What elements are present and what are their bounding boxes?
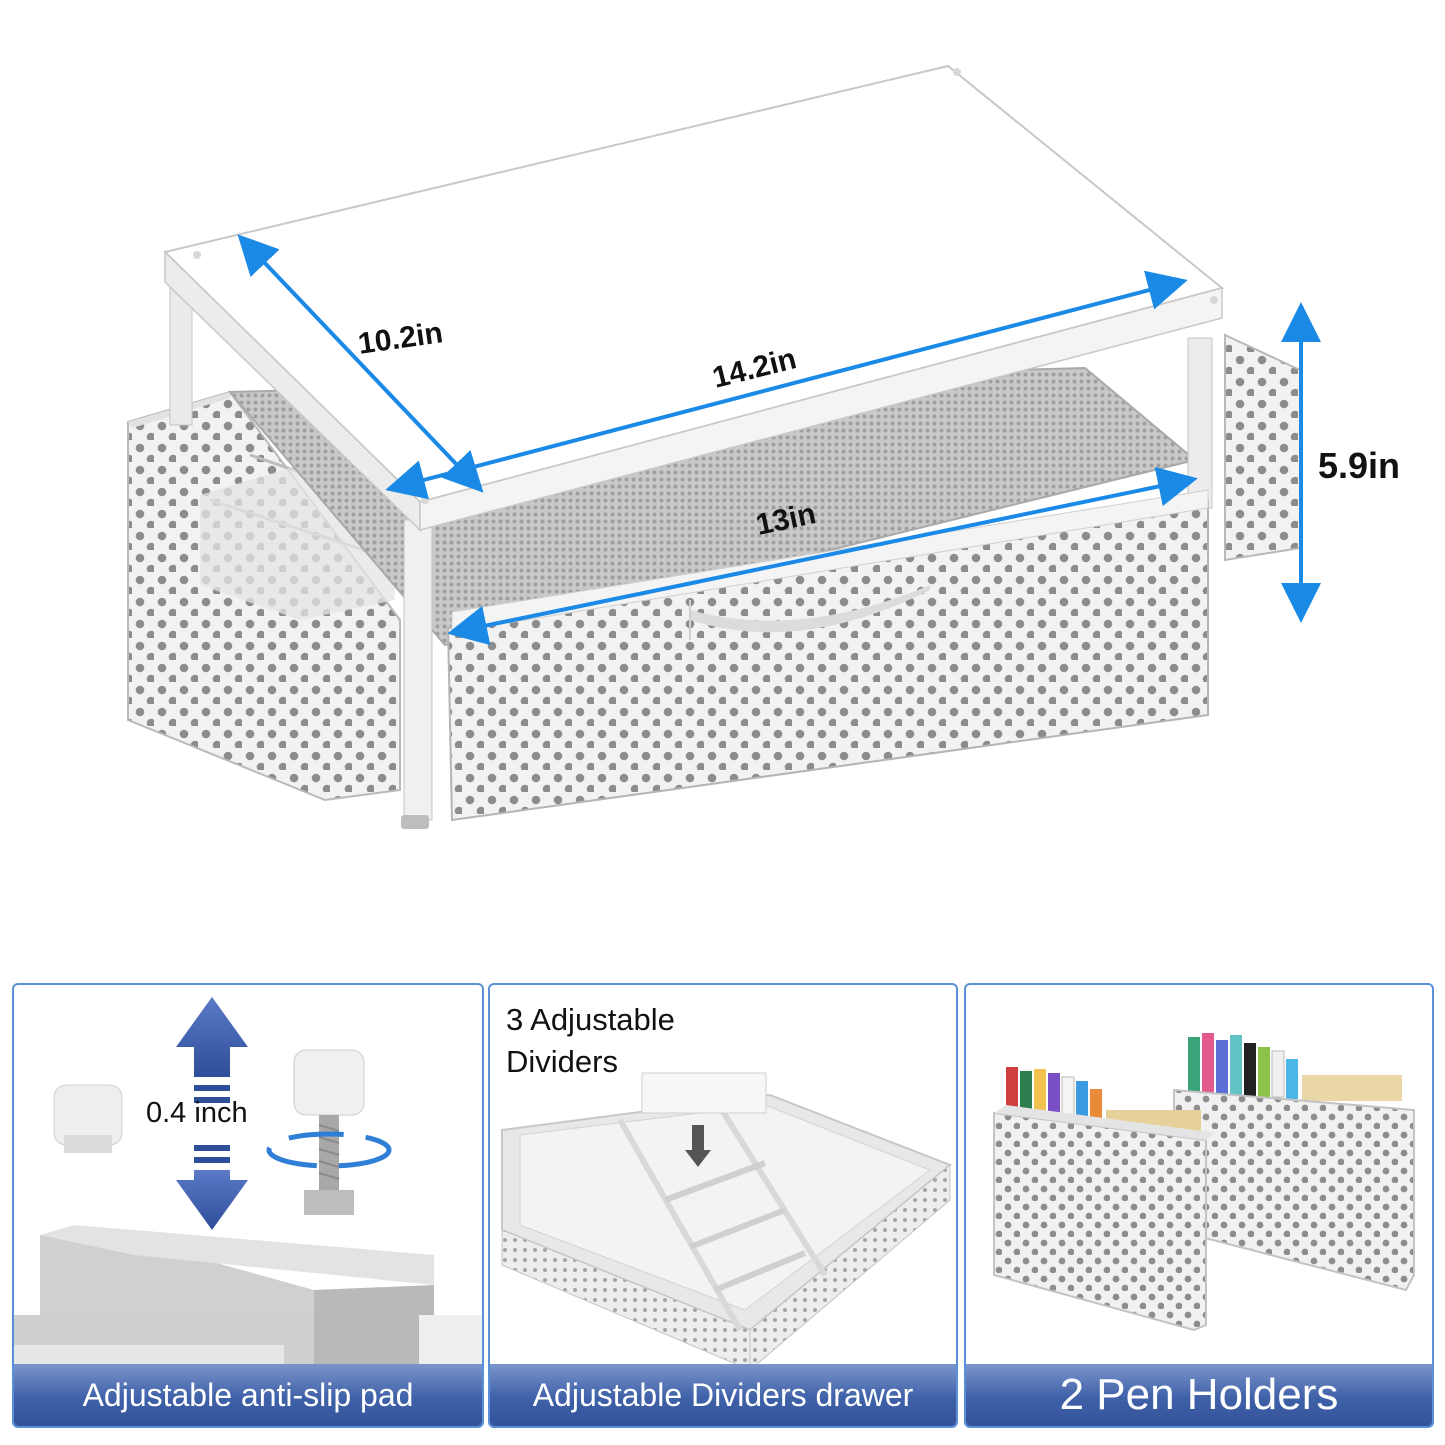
- inner-width-arrow: [447, 466, 1198, 646]
- dividers-heading-line2: Dividers: [506, 1044, 618, 1079]
- height-label: 5.9in: [1318, 445, 1401, 486]
- dividers-heading-line1: 3 Adjustable: [506, 1002, 675, 1037]
- adjustment-height-label: 0.4 inch: [146, 1097, 248, 1129]
- back-markers: [1188, 1033, 1402, 1101]
- dividers-drawer-scene: [501, 1072, 952, 1372]
- feature-panel-dividers-drawer: 3 Adjustable Dividers Adjustable Divider…: [488, 983, 958, 1428]
- dimension-arrows: [237, 234, 1321, 646]
- feature-panel-pen-holders: 2 Pen Holders: [964, 983, 1434, 1428]
- caption-anti-slip-pad: Adjustable anti-slip pad: [14, 1364, 482, 1426]
- anti-slip-pad-scene: [14, 997, 482, 1426]
- monitor-stand-illustration: [127, 64, 1321, 829]
- width-arrow: [385, 270, 1188, 500]
- feature-panel-anti-slip-pad: 0.4 inch Adjustable anti-slip pad: [12, 983, 484, 1428]
- caption-pen-holders: 2 Pen Holders: [966, 1364, 1432, 1426]
- pen-holders-scene: [993, 1033, 1415, 1332]
- caption-dividers-drawer: Adjustable Dividers drawer: [490, 1364, 956, 1426]
- right-pen-holder: [1224, 333, 1301, 562]
